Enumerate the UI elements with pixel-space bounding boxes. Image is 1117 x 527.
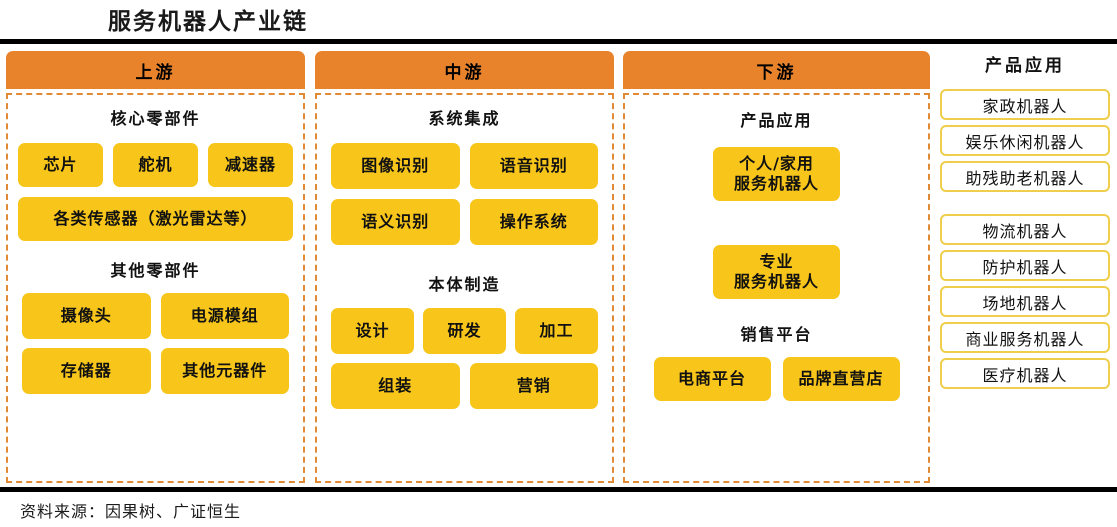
item-semantic-recognition[interactable]: 语义识别 [331, 199, 460, 245]
item-professional-service-robot[interactable]: 专业服务机器人 [713, 245, 840, 299]
item-camera[interactable]: 摄像头 [22, 293, 151, 339]
app-item-medical-robot[interactable]: 医疗机器人 [940, 358, 1110, 389]
item-servo[interactable]: 舵机 [113, 143, 198, 187]
top-divider [0, 39, 1117, 44]
group-row: 设计 研发 加工 [317, 308, 612, 354]
group-row: 语义识别 操作系统 [317, 199, 612, 245]
app-item-housekeeping-robot[interactable]: 家政机器人 [940, 89, 1110, 120]
item-personal-home-service-robot[interactable]: 个人/家用服务机器人 [713, 147, 840, 201]
app-item-commercial-service-robot[interactable]: 商业服务机器人 [940, 322, 1110, 353]
group-row: 专业服务机器人 [625, 245, 928, 299]
app-item-logistics-robot[interactable]: 物流机器人 [940, 214, 1110, 245]
item-sensors[interactable]: 各类传感器（激光雷达等） [18, 197, 293, 241]
item-operating-system[interactable]: 操作系统 [469, 199, 598, 245]
item-speech-recognition[interactable]: 语音识别 [469, 143, 598, 189]
chain-column-downstream: 下游 产品应用 个人/家用服务机器人 专业服务机器人 销售平台 电商平台 品牌直… [623, 51, 930, 483]
item-chip[interactable]: 芯片 [18, 143, 103, 187]
item-processing[interactable]: 加工 [515, 308, 598, 354]
item-brand-store[interactable]: 品牌直营店 [782, 357, 900, 401]
item-rnd[interactable]: 研发 [423, 308, 506, 354]
group-row: 各类传感器（激光雷达等） [8, 197, 303, 241]
source-note: 资料来源：因果树、广证恒生 [20, 502, 242, 521]
bottom-divider [0, 487, 1117, 492]
group-row: 电商平台 品牌直营店 [625, 357, 928, 401]
group-row: 摄像头 电源模组 [8, 293, 303, 339]
item-design[interactable]: 设计 [331, 308, 414, 354]
item-assembly[interactable]: 组装 [331, 363, 460, 409]
group-title-product-application: 产品应用 [740, 111, 813, 130]
item-image-recognition[interactable]: 图像识别 [331, 143, 460, 189]
item-power-module[interactable]: 电源模组 [160, 293, 289, 339]
group-row: 图像识别 语音识别 [317, 143, 612, 189]
group-title-other-components: 其他零部件 [110, 261, 201, 280]
chain-column-upstream: 上游 核心零部件 芯片 舵机 减速器 各类传感器（激光雷达等） 其他零部件 摄像… [6, 51, 305, 483]
column-header-downstream: 下游 [623, 51, 930, 89]
column-header-midstream: 中游 [315, 51, 614, 89]
chain-column-midstream: 中游 系统集成 图像识别 语音识别 语义识别 操作系统 本体制造 设计 研发 加… [315, 51, 614, 483]
applications-column: 产品应用 家政机器人 娱乐休闲机器人 助残助老机器人 物流机器人 防护机器人 场… [940, 51, 1110, 394]
group-row: 存储器 其他元器件 [8, 348, 303, 394]
app-item-field-robot[interactable]: 场地机器人 [940, 286, 1110, 317]
group-row: 组装 营销 [317, 363, 612, 409]
app-item-elderly-disabled-robot[interactable]: 助残助老机器人 [940, 161, 1110, 192]
group-row: 芯片 舵机 减速器 [8, 143, 303, 187]
group-title-sales-platform: 销售平台 [740, 325, 813, 344]
item-memory[interactable]: 存储器 [22, 348, 151, 394]
app-item-entertainment-robot[interactable]: 娱乐休闲机器人 [940, 125, 1110, 156]
column-body-midstream: 系统集成 图像识别 语音识别 语义识别 操作系统 本体制造 设计 研发 加工 组… [315, 93, 614, 483]
group-title-system-integration: 系统集成 [428, 109, 501, 128]
item-other-devices[interactable]: 其他元器件 [160, 348, 289, 394]
app-item-protection-robot[interactable]: 防护机器人 [940, 250, 1110, 281]
column-body-upstream: 核心零部件 芯片 舵机 减速器 各类传感器（激光雷达等） 其他零部件 摄像头 电… [6, 93, 305, 483]
group-title-body-manufacturing: 本体制造 [428, 275, 501, 294]
page-title: 服务机器人产业链 [108, 8, 308, 35]
group-title-core-components: 核心零部件 [110, 109, 201, 128]
column-header-upstream: 上游 [6, 51, 305, 89]
item-ecommerce-platform[interactable]: 电商平台 [653, 357, 771, 401]
applications-title: 产品应用 [985, 56, 1065, 76]
column-body-downstream: 产品应用 个人/家用服务机器人 专业服务机器人 销售平台 电商平台 品牌直营店 [623, 93, 930, 483]
group-row: 个人/家用服务机器人 [625, 147, 928, 201]
item-marketing[interactable]: 营销 [469, 363, 598, 409]
item-reducer[interactable]: 减速器 [208, 143, 293, 187]
